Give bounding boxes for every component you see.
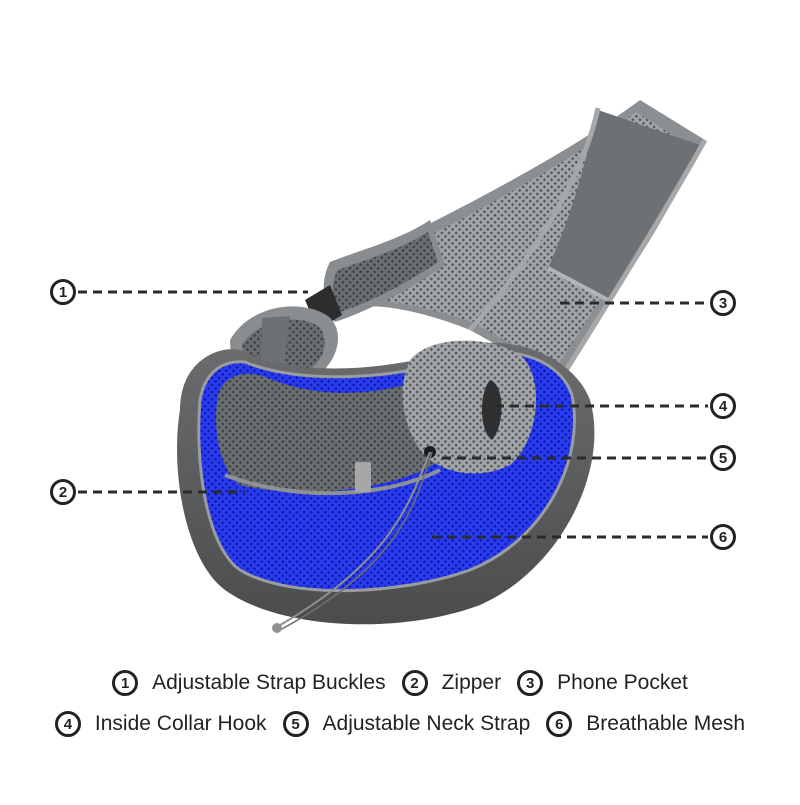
legend-label: Adjustable Strap Buckles	[152, 671, 386, 694]
shoulder-strap	[323, 100, 708, 382]
callout-number: 4	[718, 397, 728, 415]
legend-label: Phone Pocket	[557, 671, 688, 694]
carrier-body	[177, 340, 595, 633]
callout-number: 5	[718, 449, 728, 467]
callout-marker-1: 1	[50, 279, 76, 305]
legend-item: 2 Zipper	[401, 670, 502, 696]
legend-label: Breathable Mesh	[586, 712, 746, 735]
legend-number: 1	[112, 670, 139, 696]
legend-item: 6 Breathable Mesh	[546, 711, 745, 737]
legend-item: 4 Inside Collar Hook	[54, 711, 267, 737]
legend-number: 2	[401, 670, 428, 696]
callout-marker-5: 5	[710, 445, 736, 471]
callout-marker-2: 2	[50, 479, 76, 505]
callout-lines	[78, 290, 708, 539]
legend-number: 6	[546, 711, 573, 737]
legend-item: 3 Phone Pocket	[517, 670, 688, 696]
legend-item: 1 Adjustable Strap Buckles	[112, 670, 386, 696]
callout-number: 6	[718, 528, 728, 546]
legend-item: 5 Adjustable Neck Strap	[282, 711, 531, 737]
callout-number: 3	[718, 294, 728, 312]
callout-number: 1	[58, 283, 68, 301]
legend-row-1: 1 Adjustable Strap Buckles 2 Zipper 3 Ph…	[0, 670, 800, 696]
legend-label: Adjustable Neck Strap	[322, 712, 531, 735]
legend-label: Inside Collar Hook	[94, 712, 267, 735]
callout-number: 2	[58, 483, 68, 501]
legend-label: Zipper	[441, 671, 502, 694]
legend-row-2: 4 Inside Collar Hook 5 Adjustable Neck S…	[0, 711, 800, 737]
callout-marker-4: 4	[710, 393, 736, 419]
legend-number: 5	[282, 711, 309, 737]
legend-number: 3	[517, 670, 544, 696]
legend-number: 4	[54, 711, 81, 737]
callout-marker-3: 3	[710, 290, 736, 316]
callout-marker-6: 6	[710, 524, 736, 550]
